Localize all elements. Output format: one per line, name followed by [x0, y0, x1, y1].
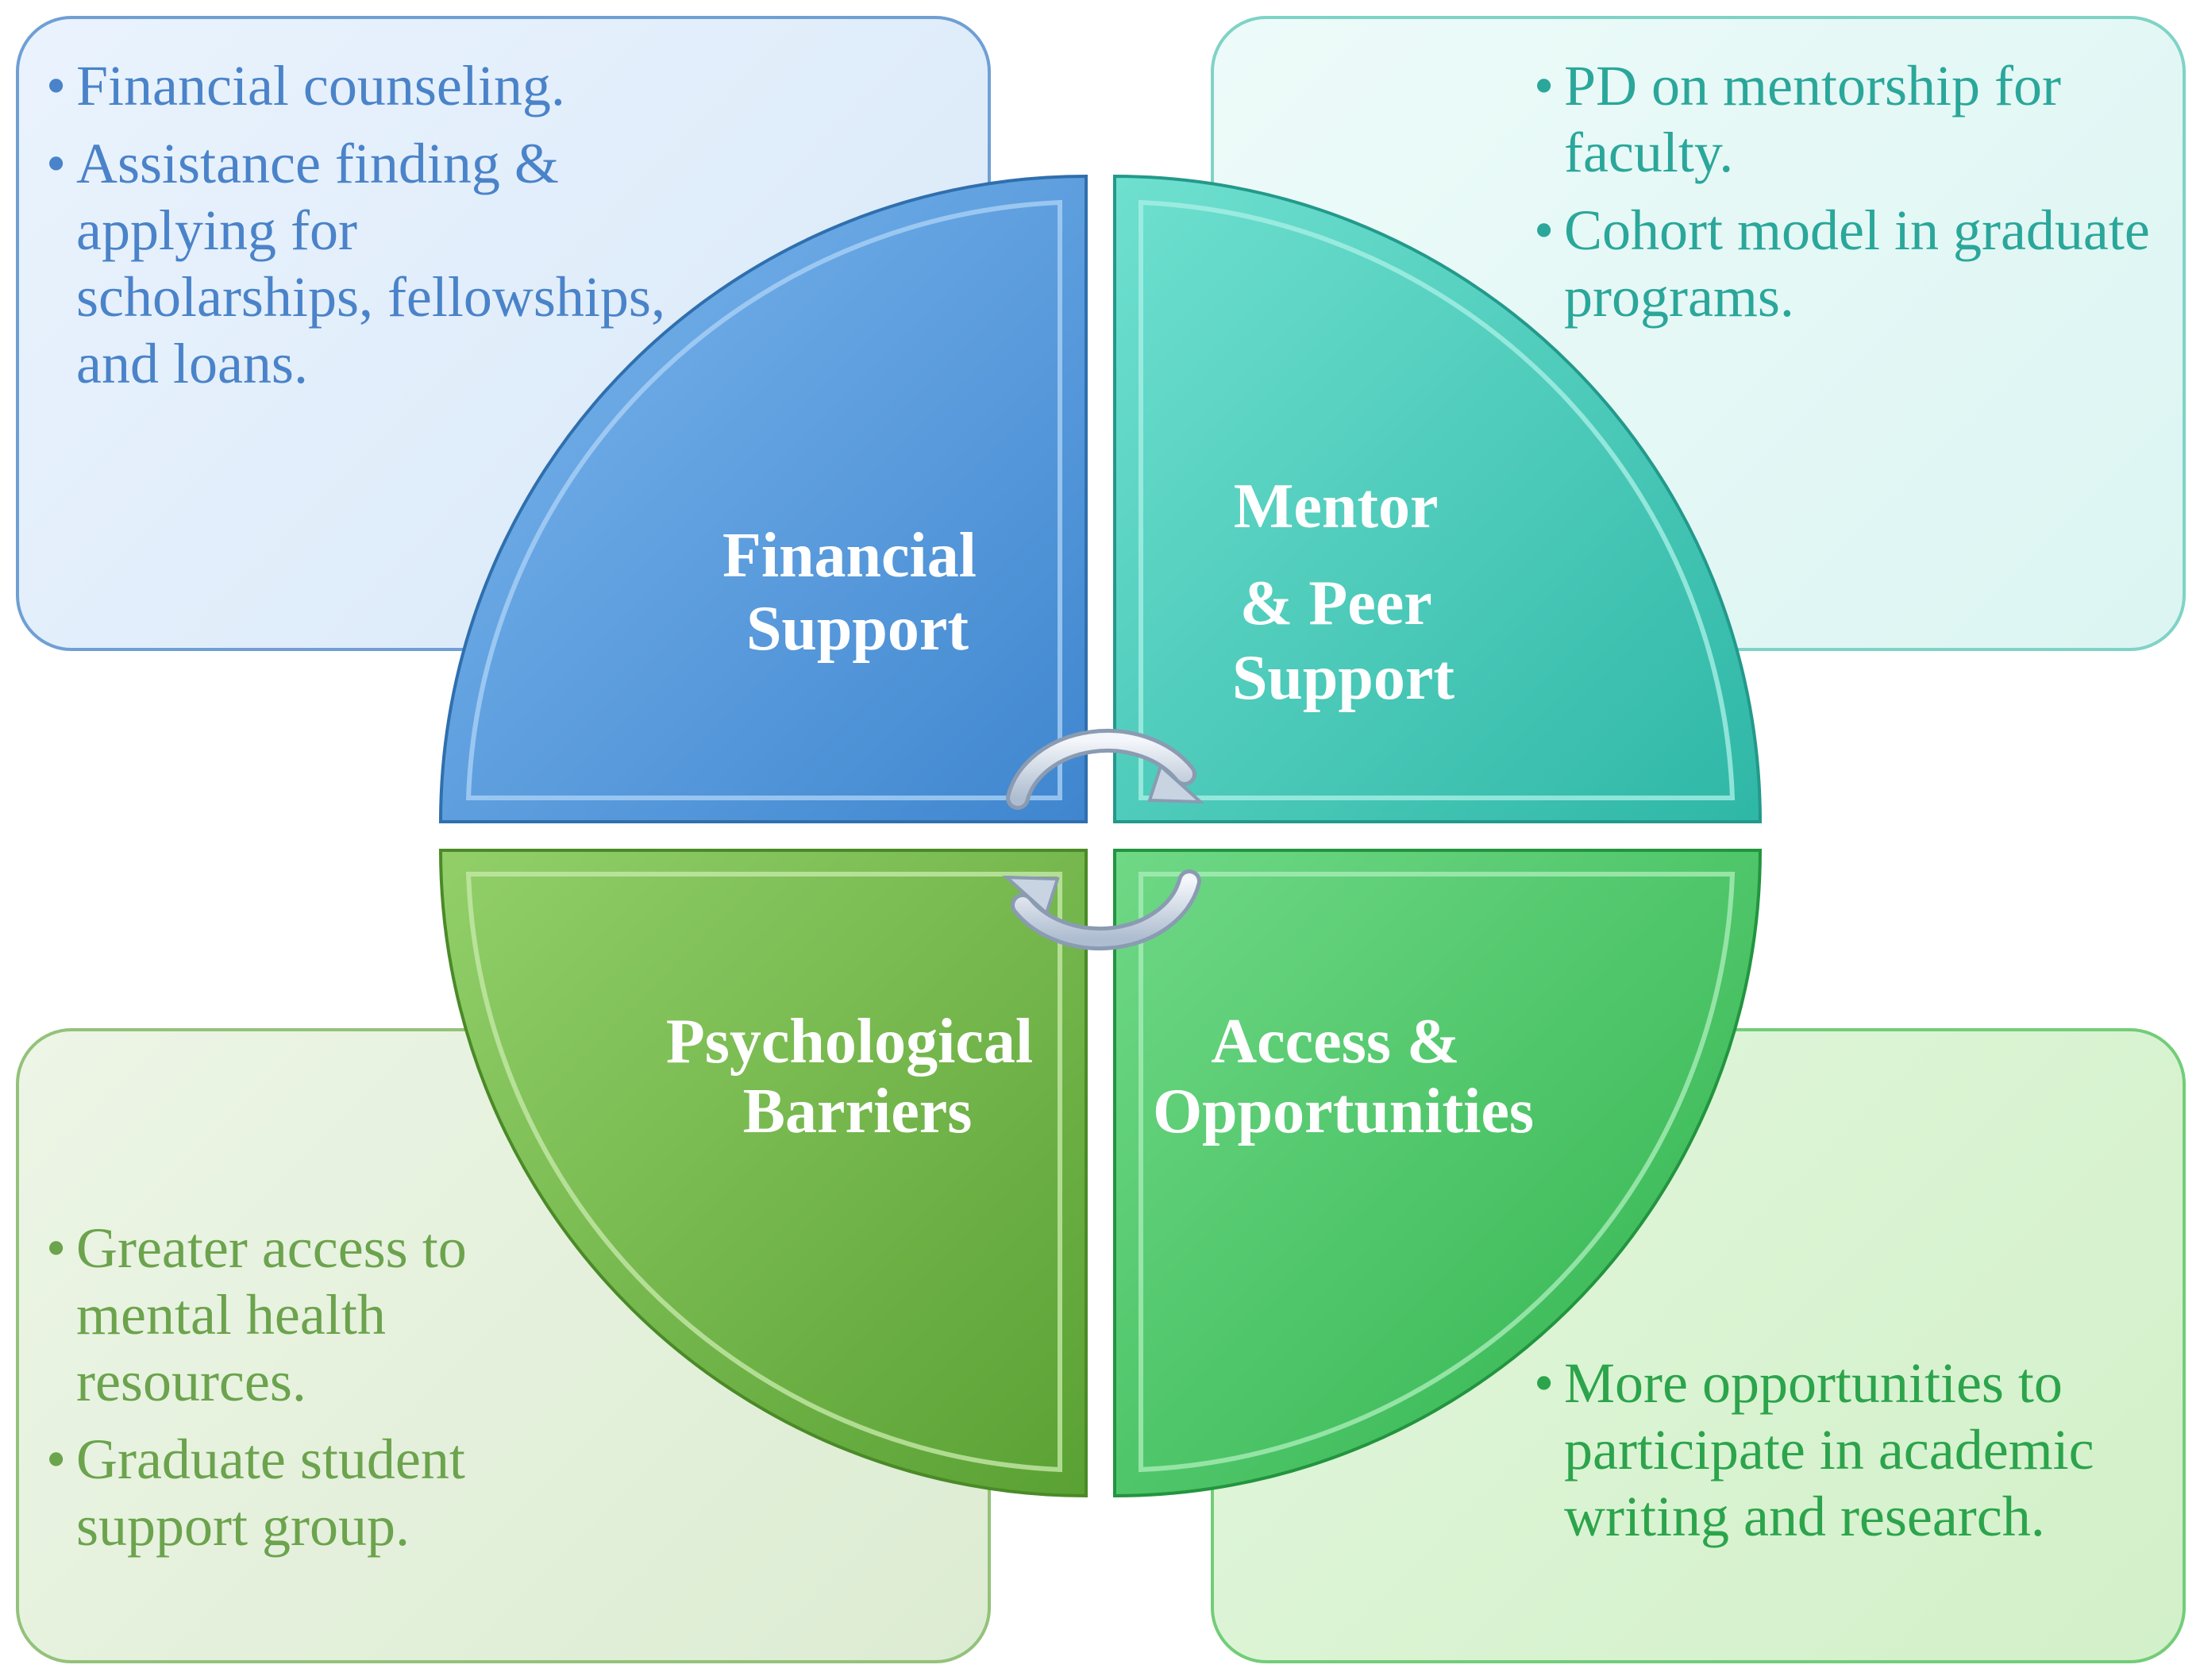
financial-bullet-1: Financial counseling.: [46, 52, 665, 119]
cycle-arrow-bottom-icon: [1002, 869, 1201, 951]
psychological-bullet-2: Graduate student support group.: [46, 1426, 618, 1559]
mentor-bullet-2: Cohort model in graduate programs.: [1534, 197, 2153, 330]
psychological-bullet-1: Greater access to mental health resource…: [46, 1215, 618, 1415]
psychological-barriers-quadrant: [438, 849, 1088, 1498]
psychological-barriers-title: Psychological Barriers: [666, 1007, 1049, 1146]
mentor-support-bullets: PD on mentorship for faculty. Cohort mod…: [1534, 52, 2153, 341]
mentor-peer-support-quadrant: [1113, 174, 1763, 823]
access-bullet-1: More opportunities to participate in aca…: [1534, 1350, 2153, 1550]
financial-support-bullets: Financial counseling. Assistance finding…: [46, 52, 665, 408]
financial-bullet-2: Assistance finding & applying for schola…: [46, 130, 665, 397]
financial-support-quadrant: [438, 174, 1088, 823]
cycle-arrow-top-icon: [1006, 728, 1205, 810]
mentor-peer-support-title: Mentor & Peer Support: [1232, 472, 1454, 713]
access-opportunities-title: Access & Opportunities: [1153, 1007, 1534, 1146]
mentor-bullet-1: PD on mentorship for faculty.: [1534, 52, 2153, 186]
access-opportunities-quadrant: [1113, 849, 1763, 1498]
financial-support-title: Financial Support: [722, 521, 992, 664]
access-opportunities-bullets: More opportunities to participate in aca…: [1534, 1350, 2153, 1561]
psychological-barriers-bullets: Greater access to mental health resource…: [46, 1215, 618, 1570]
